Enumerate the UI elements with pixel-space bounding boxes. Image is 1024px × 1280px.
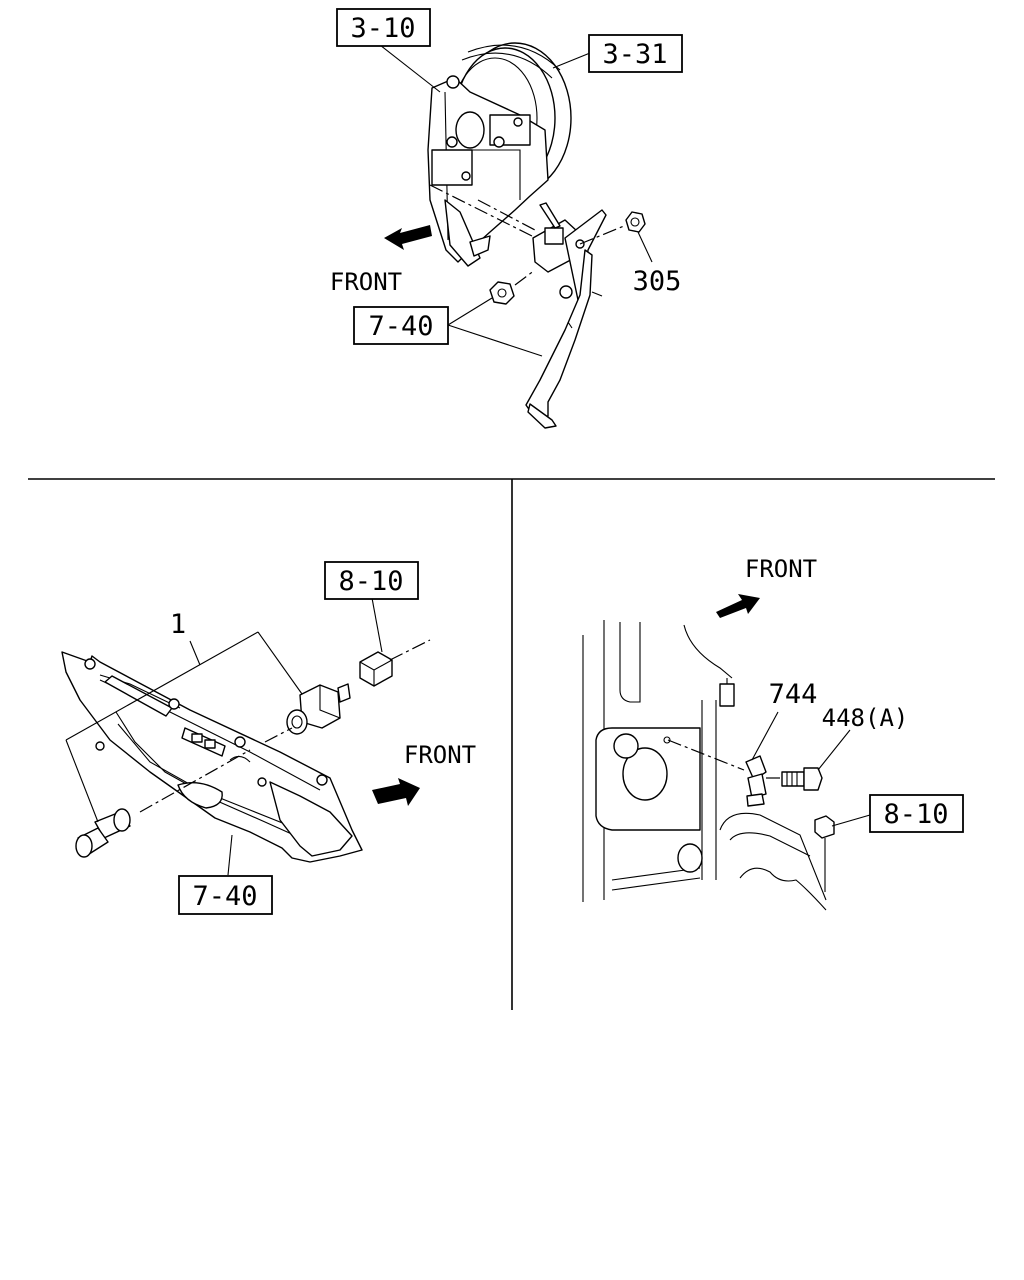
connector-8-10-left (359, 639, 431, 687)
left-view: 8-10 1 FRONT 7-40 (61, 561, 476, 915)
sensor-744 (667, 739, 780, 807)
callout-7-40-left: 7-40 (192, 881, 257, 912)
callout-box-7-40-top (353, 306, 449, 345)
front-arrow-icon (372, 778, 420, 806)
lower-dash-panel (61, 651, 363, 863)
callout-box-8-10-right (869, 794, 964, 833)
front-label-left: FRONT (404, 741, 476, 769)
callout-box-8-10-left (324, 561, 419, 600)
callout-box-3-31 (588, 34, 683, 73)
switch-assembly (286, 683, 351, 735)
part-number-305: 305 (633, 266, 682, 297)
front-label-right: FRONT (745, 555, 817, 583)
front-arrow-icon (384, 225, 432, 250)
part-number-448a: 448(A) (822, 704, 909, 732)
panel-dividers (28, 478, 995, 1010)
bolt-448a (781, 767, 823, 791)
callout-8-10-left: 8-10 (338, 566, 403, 597)
push-button-plug (75, 808, 131, 858)
callout-3-31: 3-31 (602, 39, 667, 70)
nut-305 (579, 211, 653, 263)
front-arrow-icon (716, 594, 760, 618)
callout-box-7-40-left (178, 875, 273, 915)
callout-8-10-right: 8-10 (883, 799, 948, 830)
right-view: FRONT 744 448(A) 8-10 (582, 555, 964, 911)
pedal-bracket (427, 75, 549, 267)
top-view: 3-10 3-31 FRONT 305 7-40 (330, 8, 683, 429)
callout-3-10: 3-10 (350, 13, 415, 44)
body-frame (582, 620, 827, 911)
switch-bracket (525, 202, 607, 429)
nut-7-40 (489, 269, 536, 305)
callout-box-3-10 (336, 8, 431, 47)
connector-8-10-right (814, 815, 835, 892)
part-number-1: 1 (170, 609, 186, 640)
front-label-top: FRONT (330, 268, 402, 296)
callout-7-40-top: 7-40 (368, 311, 433, 342)
part-number-744: 744 (769, 679, 818, 710)
